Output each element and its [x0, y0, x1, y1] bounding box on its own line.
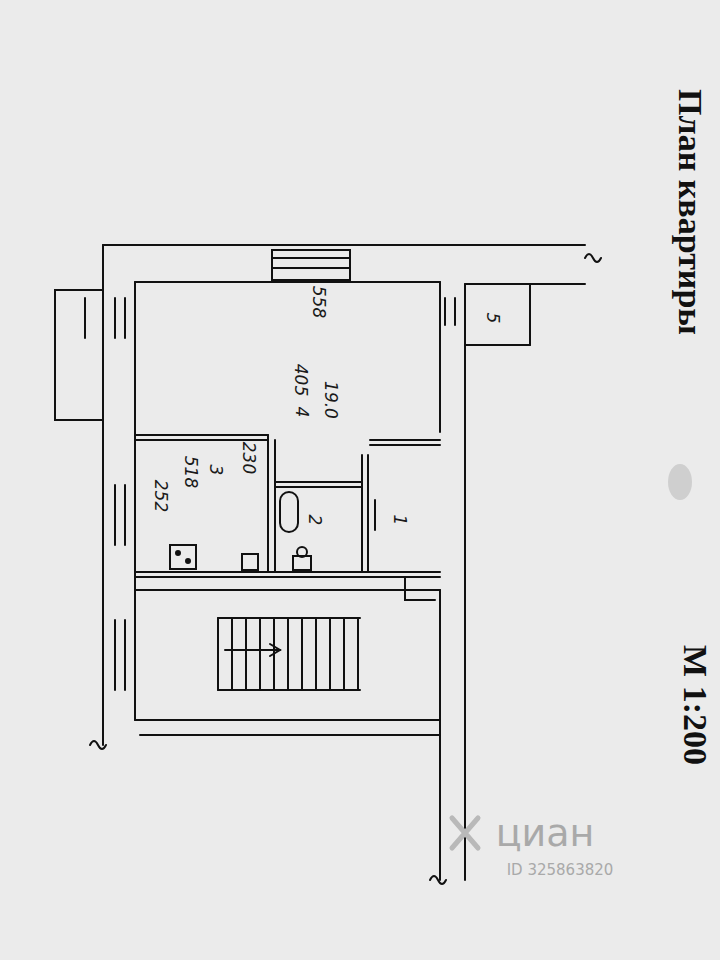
room: 5	[466, 285, 530, 345]
watermark: циан	[496, 814, 595, 852]
room-label: 518	[182, 456, 199, 488]
room: 1	[368, 445, 440, 572]
scale-label: М 1:200	[678, 645, 712, 765]
plan-title: План квартиры	[673, 89, 707, 335]
room-label: 4	[293, 407, 310, 418]
room-dimension: 558	[310, 286, 327, 318]
room-label: 405	[292, 364, 309, 396]
watermark-id: ID 325863820	[507, 863, 614, 878]
room: 230 3 518 252	[137, 440, 268, 572]
room-label: 5	[484, 313, 501, 324]
room-dimension: 230	[240, 442, 257, 474]
room: 558 405 4 19.0	[135, 282, 440, 432]
room-label: 19.0	[322, 381, 339, 419]
room-label: 2	[306, 515, 323, 526]
room-label: 1	[391, 515, 408, 526]
room: 2	[277, 487, 362, 572]
room-label: 3	[207, 465, 224, 476]
room-label: 252	[152, 480, 169, 512]
